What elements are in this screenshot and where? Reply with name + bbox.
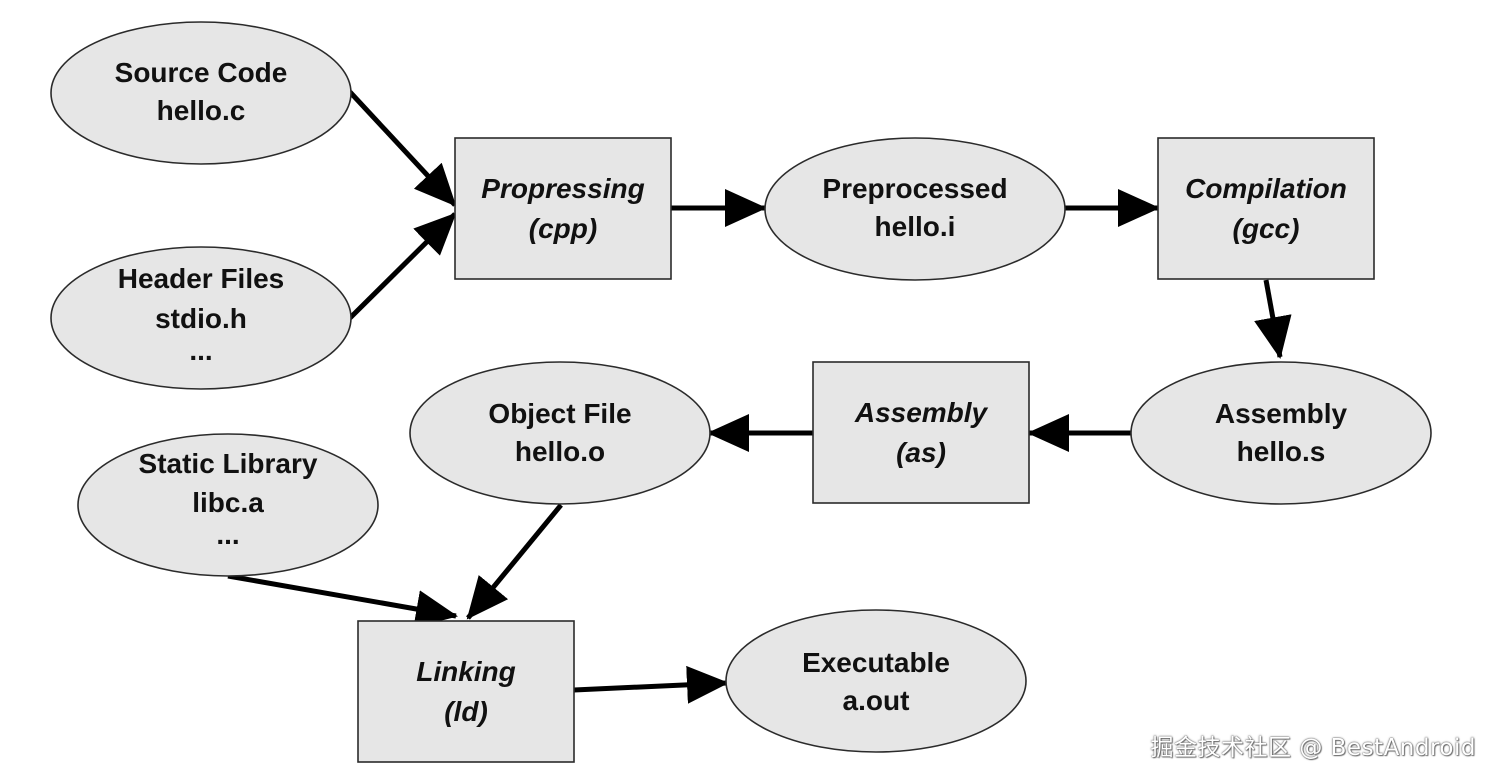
- preprocessed-line-2: hello.i: [875, 211, 956, 242]
- assembly-file-line-1: Assembly: [1215, 398, 1348, 429]
- source-code-line-1: Source Code: [115, 57, 288, 88]
- node-source-code: Source Code hello.c: [50, 21, 352, 165]
- node-header-files: Header Files stdio.h ...: [50, 246, 352, 390]
- edge-header-to-propressing: [348, 212, 457, 320]
- header-files-line-3: ...: [189, 335, 212, 366]
- linking-line-1: Linking: [416, 656, 516, 687]
- object-file-ellipse: [409, 361, 711, 505]
- compilation-line-1: Compilation: [1185, 173, 1347, 204]
- assembly-file-ellipse: [1130, 361, 1432, 505]
- static-library-ellipse: [77, 433, 379, 577]
- watermark: 掘金技术社区 @ BestAndroid: [1150, 735, 1476, 761]
- executable-ellipse: [725, 609, 1027, 753]
- executable-line-1: Executable: [802, 647, 950, 678]
- preprocessed-ellipse: [764, 137, 1066, 281]
- node-object-file: Object File hello.o: [409, 361, 711, 505]
- compilation-box: [1157, 137, 1375, 280]
- object-file-line-1: Object File: [488, 398, 631, 429]
- edge-linking-to-executable: [573, 665, 729, 704]
- static-library-line-2: libc.a: [192, 487, 264, 518]
- header-files-line-2: stdio.h: [155, 303, 247, 334]
- node-compilation: Compilation (gcc): [1157, 137, 1375, 280]
- source-code-ellipse: [50, 21, 352, 165]
- compilation-line-2: (gcc): [1233, 213, 1300, 244]
- object-file-line-2: hello.o: [515, 436, 605, 467]
- executable-line-2: a.out: [843, 685, 910, 716]
- assembly-step-line-1: Assembly: [854, 397, 989, 428]
- node-preprocessed: Preprocessed hello.i: [764, 137, 1066, 281]
- linking-line-2: (ld): [444, 696, 488, 727]
- linking-box: [357, 620, 575, 763]
- static-library-line-3: ...: [216, 519, 239, 550]
- node-propressing: Propressing (cpp): [454, 137, 672, 280]
- edge-object-file-to-linking: [466, 503, 563, 620]
- assembly-step-box: [812, 361, 1030, 504]
- node-static-library: Static Library libc.a ...: [77, 433, 379, 577]
- edge-source-to-propressing: [348, 90, 457, 207]
- static-library-line-1: Static Library: [139, 448, 318, 479]
- node-assembly-step: Assembly (as): [812, 361, 1030, 504]
- assembly-step-line-2: (as): [896, 437, 946, 468]
- propressing-box: [454, 137, 672, 280]
- source-code-line-2: hello.c: [157, 95, 246, 126]
- edge-static-library-to-linking: [227, 573, 458, 628]
- edges: [227, 90, 1292, 704]
- header-files-line-1: Header Files: [118, 263, 285, 294]
- header-files-ellipse: [50, 246, 352, 390]
- edge-compilation-to-assembly-file: [1254, 279, 1292, 359]
- node-executable: Executable a.out: [725, 609, 1027, 753]
- preprocessed-line-1: Preprocessed: [822, 173, 1007, 204]
- node-assembly-file: Assembly hello.s: [1130, 361, 1432, 505]
- node-linking: Linking (ld): [357, 620, 575, 763]
- assembly-file-line-2: hello.s: [1237, 436, 1326, 467]
- propressing-line-2: (cpp): [529, 213, 597, 244]
- propressing-line-1: Propressing: [481, 173, 644, 204]
